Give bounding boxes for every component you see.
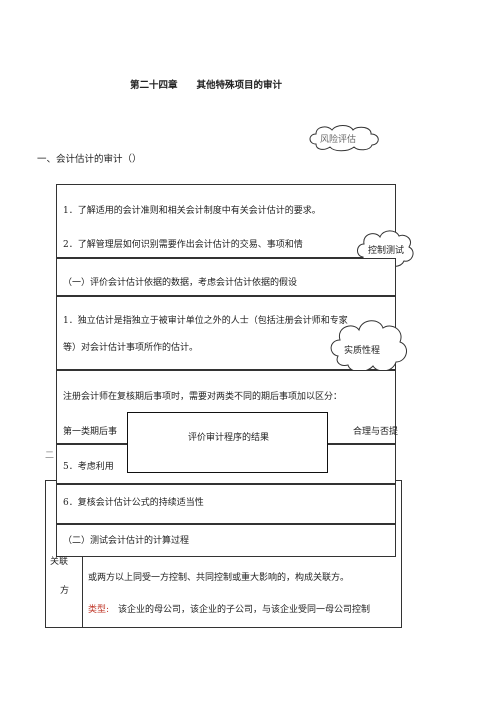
box1-line1: 1．了解适用的会计准则和相关会计制度中有关会计估计的要求。 xyxy=(63,206,321,216)
risk-assessment-cloud: 风险评估 xyxy=(306,122,384,152)
box4-line2-right: 合理与否提 xyxy=(353,427,399,437)
content-box-understanding: 1．了解适用的会计准则和相关会计制度中有关会计估计的要求。 2．了解管理层如何识… xyxy=(56,184,396,258)
box1-line2: 2．了解管理层如何识别需要作出会计估计的交易、事项和情 xyxy=(63,240,303,250)
content-box-test-calculation: （二）测试会计估计的计算过程 xyxy=(56,524,396,557)
control-test-label: 控制测试 xyxy=(368,246,405,256)
box2-line1: （一）评价会计估计依据的数据，考虑会计估计依据的假设 xyxy=(63,278,298,288)
related-party-definition: 或两方以上同受一方控制、共同控制或重大影响的，构成关联方。 xyxy=(88,573,350,583)
evaluate-results-label: 评价审计程序的结果 xyxy=(188,433,270,443)
section-heading-accounting-estimates: 一、会计估计的审计（） xyxy=(37,154,142,165)
test-calculation-text: （二）测试会计估计的计算过程 xyxy=(63,536,190,546)
box3-line2: 等）对会计估计事项所作的估计。 xyxy=(63,343,199,353)
related-party-type-label: 类型: xyxy=(88,605,110,615)
item6-text: 6．复核会计估计公式的持续适当性 xyxy=(63,498,204,508)
evaluate-results-box: 评价审计程序的结果 xyxy=(127,412,328,473)
page-title: 第二十四章 其他特殊项目的审计 xyxy=(130,80,283,91)
content-box-item6: 6．复核会计估计公式的持续适当性 xyxy=(56,484,396,524)
section-two-marker: 二 xyxy=(45,451,55,461)
content-box-evaluate-data: （一）评价会计估计依据的数据，考虑会计估计依据的假设 xyxy=(56,258,396,296)
related-party-type-text: 该企业的母公司，该企业的子公司，与该企业受同一母公司控制 xyxy=(118,605,371,615)
substantive-procedure-label: 实质性程 xyxy=(344,346,381,356)
risk-assessment-label: 风险评估 xyxy=(320,135,357,145)
box3-line1: 1．独立估计是指独立于被审计单位之外的人士（包括注册会计师和专家 xyxy=(63,316,348,326)
item5-text: 5．考虑利用 xyxy=(63,462,114,472)
table-label-related-line2: 方 xyxy=(60,586,70,596)
table-label-related-line1: 关联 xyxy=(50,557,69,567)
box4-line2-left: 第一类期后事 xyxy=(63,427,118,437)
table-label-column-divider xyxy=(82,557,83,628)
box4-line1: 注册会计师在复核期后事项时，需要对两类不同的期后事项加以区分： xyxy=(63,392,343,402)
